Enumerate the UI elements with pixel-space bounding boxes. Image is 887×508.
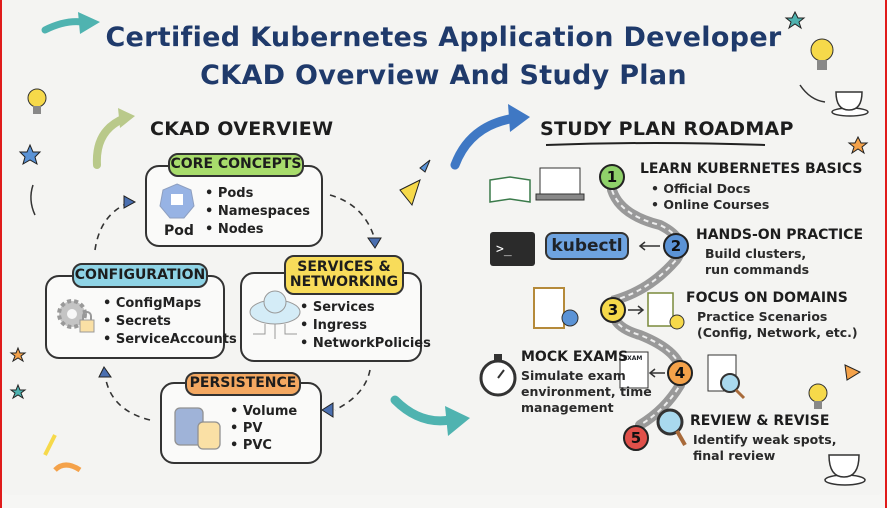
- step-2-badge: 2: [663, 233, 689, 259]
- step-4-line: management: [521, 400, 614, 415]
- clipboard-check-icon: [647, 292, 685, 330]
- step-3-title: FOCUS ON DOMAINS: [686, 290, 848, 306]
- step-5-line: final review: [693, 448, 776, 463]
- step-3-badge: 3: [600, 297, 626, 323]
- magnifier-icon: [656, 408, 687, 446]
- exam-document-icon: [619, 351, 649, 389]
- list-item: • Secrets: [103, 314, 171, 329]
- step-1-title: LEARN KUBERNETES BASICS: [640, 161, 863, 177]
- pod-icon-label: Pod: [164, 223, 194, 239]
- curved-arrow-icon: [450, 113, 520, 170]
- services-networking-label: SERVICES & NETWORKING: [284, 255, 404, 295]
- step-4-title: MOCK EXAMS: [521, 349, 629, 365]
- configuration-label: CONFIGURATION: [72, 263, 208, 288]
- list-item: • Services: [300, 300, 375, 315]
- list-item: • Namespaces: [205, 204, 310, 219]
- step-5-line: Identify weak spots,: [693, 432, 837, 447]
- list-item: • Pods: [205, 186, 254, 201]
- step-1-line: • Online Courses: [651, 197, 770, 212]
- step-3-line: (Config, Network, etc.): [697, 325, 858, 340]
- infographic-sheet: [2, 0, 885, 495]
- step-4-badge: 4: [667, 360, 693, 386]
- stopwatch-icon: [479, 354, 517, 397]
- step-2-line: run commands: [705, 262, 810, 277]
- persistence-label: PERSISTENCE: [185, 372, 301, 396]
- laptop-icon: [535, 167, 585, 201]
- step-1-line: • Official Docs: [651, 181, 751, 196]
- clipboard-gear-icon: [533, 287, 579, 329]
- list-item: • Ingress: [300, 318, 367, 333]
- core-concepts-label: CORE CONCEPTS: [168, 153, 304, 177]
- step-2-line: Build clusters,: [705, 246, 807, 261]
- open-book-icon: [489, 176, 531, 203]
- list-item: • NetworkPolicies: [300, 336, 431, 351]
- title-line-2: CKAD Overview And Study Plan: [200, 60, 687, 91]
- list-item: • ServiceAccounts: [103, 332, 237, 347]
- coffee-cup-icon: [824, 91, 869, 486]
- exam-document-label: EXAM: [623, 355, 643, 362]
- step-5-title: REVIEW & REVISE: [690, 413, 830, 429]
- list-item: • PVC: [230, 438, 272, 453]
- list-item: • PV: [230, 421, 263, 436]
- step-1-badge: 1: [599, 164, 625, 190]
- lightbulb-icon: [27, 38, 834, 409]
- document-magnifier-icon: [707, 354, 746, 400]
- kubectl-bubble: kubectl: [545, 232, 629, 260]
- roadmap-heading: STUDY PLAN ROADMAP: [540, 118, 794, 140]
- list-item: • Volume: [230, 404, 298, 419]
- step-4-line: Simulate exam: [521, 368, 626, 383]
- configuration-card: [45, 275, 225, 359]
- overview-heading: CKAD OVERVIEW: [150, 118, 334, 140]
- step-5-badge: 5: [623, 425, 649, 451]
- list-item: • ConfigMaps: [103, 296, 202, 311]
- title-line-1: Certified Kubernetes Application Develop…: [105, 22, 782, 53]
- list-item: • Nodes: [205, 222, 264, 237]
- terminal-icon: >_: [490, 232, 535, 266]
- step-4-line: environment, time: [521, 384, 652, 399]
- step-3-line: Practice Scenarios: [697, 309, 828, 324]
- step-2-title: HANDS-ON PRACTICE: [696, 227, 864, 243]
